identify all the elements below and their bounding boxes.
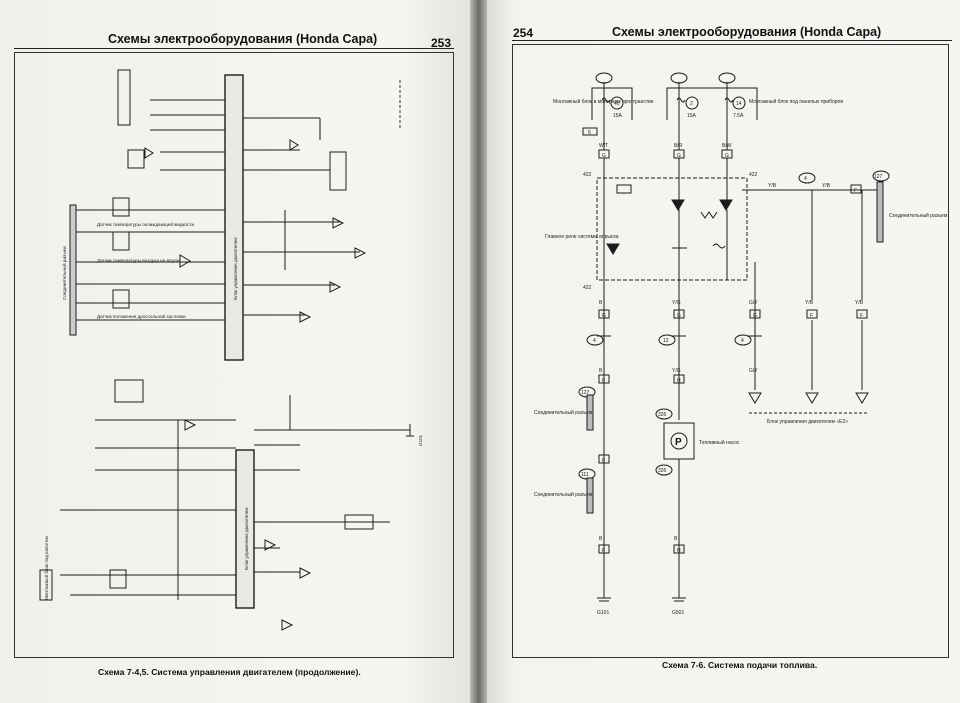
right-page-number: 254 — [513, 26, 534, 40]
wire-yb-relay-label: Y/B — [768, 183, 777, 189]
wire-bw-label: B/W — [722, 143, 732, 149]
main-relay-box — [596, 177, 748, 281]
left-page-number: 253 — [431, 36, 452, 50]
conn-127-right-tag: 127 — [874, 174, 883, 180]
right-page: 254 Схемы электрооборудования (Honda Cap… — [487, 0, 960, 703]
connector-right-label: Соединительный разъем — [889, 212, 948, 219]
wire-b-4: B — [674, 536, 678, 542]
ground-g501-label: G501 — [672, 610, 684, 616]
term-g-3: G — [725, 153, 729, 159]
fuse-40-id: 40 — [614, 101, 620, 107]
fuse-block-hood-outline — [591, 87, 633, 120]
connector-left-1-label: Соединительный разъем — [534, 409, 593, 416]
term-g-5: G — [677, 313, 681, 319]
right-page-caption: Схема 7-6. Система подачи топлива. — [662, 660, 818, 670]
fuse-14-value: 7.5A — [733, 113, 744, 119]
conn-422-right: 422 — [749, 172, 758, 178]
left-wiring-diagram: Датчик положения дроссельной заслонки Да… — [39, 69, 423, 631]
term-h-1: H — [677, 378, 681, 384]
fuse-2-id: 2 — [690, 101, 693, 107]
label-throttle-sensor: Датчик положения дроссельной заслонки — [97, 313, 186, 319]
right-header-rule — [512, 40, 952, 41]
term-g-1: G — [602, 153, 606, 159]
wire-br-label: B/R — [674, 143, 683, 149]
term-f-3: F — [602, 378, 605, 384]
fuse-14-id: 14 — [736, 101, 742, 107]
book-gutter — [470, 0, 487, 703]
fuel-pump-label: Топливный насос — [699, 439, 740, 446]
wire-b-1: B — [599, 300, 603, 306]
wire-yb-2: Y/B — [805, 300, 814, 306]
label-connector: Соединительный разъем — [61, 246, 67, 300]
term-f-1: F — [810, 313, 813, 319]
conn-4-tag-1: 4 — [593, 338, 596, 344]
term-f-right: F — [854, 188, 857, 194]
wire-yb-3: Y/B — [855, 300, 864, 306]
term-g-2: G — [677, 153, 681, 159]
ecu-bar-lower — [235, 449, 255, 609]
term-g-4: G — [602, 313, 606, 319]
wire-yg-2: Y/G — [672, 368, 681, 374]
conn-4-right-tag: 4 — [804, 176, 807, 182]
connector-left-2-label: Соединительный разъем — [534, 491, 593, 498]
conn-422-top: 422 — [583, 172, 592, 178]
relay-label: Главное реле системы впрыска — [545, 234, 619, 240]
term-f-2: F — [860, 313, 863, 319]
fuel-pump-symbol: P — [675, 437, 682, 448]
conn-5-tag: 5 — [588, 130, 591, 136]
label-alt-fuse: Монтажный блок под капотом — [43, 536, 49, 600]
label-intake-air-sensor: Датчик температуры воздуха на впуске — [97, 258, 181, 263]
fuse-block-hood-label: Монтажный блок в моторном пространстве — [553, 98, 654, 105]
wire-b-2: B — [599, 368, 603, 374]
label-coolant-sensor: Датчик температуры охлаждающей жидкости — [97, 221, 195, 227]
left-header-rule — [14, 48, 454, 49]
left-page-caption: Схема 7-4,5. Система управления двигател… — [98, 667, 361, 677]
conn-4-tag-2: 4 — [741, 338, 744, 344]
ground-g101-label: G101 — [597, 610, 609, 616]
fuel-system-diagram: Монтажный блок в моторном пространстве М… — [534, 72, 948, 616]
fuse-block-dash-label: Монтажный блок под панелью приборов — [749, 98, 843, 105]
wire-wt-label: W/T — [599, 143, 608, 149]
term-f-4: F — [602, 458, 605, 464]
fuse-block-dash-outline — [666, 87, 758, 120]
term-g-6: G — [753, 313, 757, 319]
ecu-bar-upper — [224, 74, 244, 361]
right-page-header: Схемы электрооборудования (Honda Capa) — [612, 25, 882, 39]
conn-111-tag: 111 — [581, 472, 589, 478]
ecu-bracket-label: Блок управления двигателем «Е2» — [767, 419, 848, 425]
wire-gy-1: G/Y — [749, 300, 758, 306]
conn-326-bottom-tag: 326 — [658, 468, 667, 474]
label-ecu-upper: Блок управления двигателем — [233, 238, 238, 300]
label-ecu-lower: Блок управления двигателем — [244, 508, 249, 570]
conn-422-bottom: 422 — [583, 285, 592, 291]
conn-326-top-tag: 326 — [658, 412, 667, 418]
connector-bar-left — [69, 204, 77, 336]
term-f-5: F — [602, 548, 605, 554]
label-ground-g101-left: G101 — [418, 434, 423, 446]
conn-127-left-tag: 127 — [581, 390, 590, 396]
term-h-2: H — [677, 548, 681, 554]
wire-b-3: B — [599, 536, 603, 542]
wire-yg-1: Y/G — [672, 300, 681, 306]
connector-right — [876, 181, 884, 243]
left-page-header: Схемы электрооборудования (Honda Capa) — [108, 32, 378, 46]
conn-12-tag: 12 — [663, 338, 669, 344]
left-diagram-frame — [14, 52, 454, 658]
right-diagram-frame — [512, 44, 949, 658]
left-page: Схемы электрооборудования (Honda Capa) 2… — [0, 0, 470, 703]
fuse-2-value: 15A — [687, 113, 697, 119]
wire-yb-right-label: Y/B — [822, 183, 831, 189]
wire-gy-2: G/Y — [749, 368, 758, 374]
fuse-40-value: 15A — [613, 113, 623, 119]
